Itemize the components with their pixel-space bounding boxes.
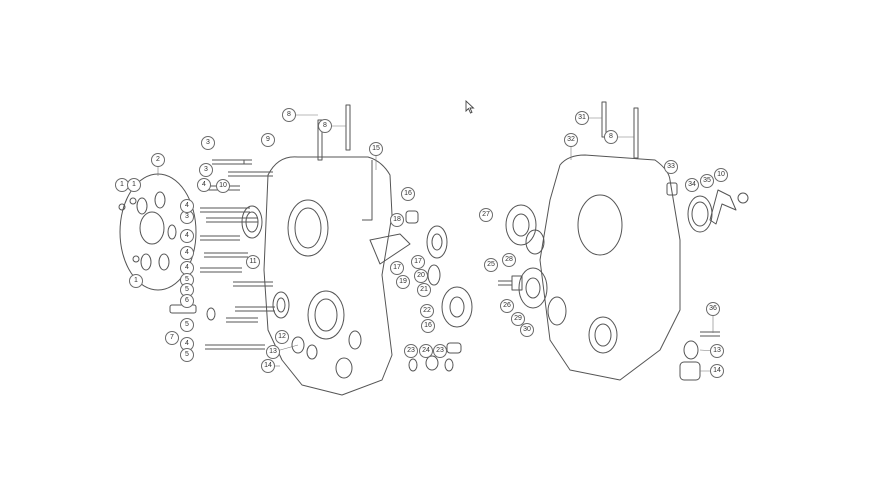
part-callout-20: 20 [414, 269, 428, 283]
part-callout-23: 23 [404, 344, 418, 358]
bolt-set-left [169, 159, 275, 350]
part-callout-15: 15 [369, 142, 383, 156]
part-callout-26: 26 [500, 299, 514, 313]
part-callout-25: 25 [484, 258, 498, 272]
part-callout-17: 17 [390, 261, 404, 275]
part-callout-3: 3 [199, 163, 213, 177]
part-callout-16: 16 [421, 319, 435, 333]
part-callout-4: 4 [197, 178, 211, 192]
part-callout-33: 33 [664, 160, 678, 174]
part-callout-32: 32 [564, 133, 578, 147]
part-callout-23: 23 [433, 344, 447, 358]
part-callout-31: 31 [575, 111, 589, 125]
leader-lines [157, 114, 718, 372]
part-callout-36: 36 [706, 302, 720, 316]
part-callout-5: 5 [180, 318, 194, 332]
part-callout-12: 12 [275, 330, 289, 344]
part-callout-22: 22 [420, 304, 434, 318]
part-callout-1: 1 [127, 178, 141, 192]
part-callout-3: 3 [201, 136, 215, 150]
part-callout-6: 6 [180, 294, 194, 308]
part-callout-7: 7 [165, 331, 179, 345]
part-callout-17: 17 [411, 255, 425, 269]
part-callout-10: 10 [714, 168, 728, 182]
arrow-cursor-icon [465, 100, 475, 114]
part-callout-29: 29 [511, 312, 525, 326]
part-callout-11: 11 [246, 255, 260, 269]
part-callout-4: 4 [180, 229, 194, 243]
part-callout-28: 28 [502, 253, 516, 267]
part-callout-19: 19 [396, 275, 410, 289]
part-callout-5: 5 [180, 348, 194, 362]
part-callout-13: 13 [710, 344, 724, 358]
bearing-set-middle [405, 210, 473, 372]
part-callout-13: 13 [266, 345, 280, 359]
part-callout-21: 21 [417, 283, 431, 297]
part-callout-18: 18 [390, 213, 404, 227]
part-callout-4: 4 [180, 246, 194, 260]
part-callout-16: 16 [401, 187, 415, 201]
part-callout-35: 35 [700, 174, 714, 188]
part-callout-4: 4 [180, 337, 194, 351]
part-callout-24: 24 [419, 344, 433, 358]
part-callout-8: 8 [318, 119, 332, 133]
right-crankcase-half [498, 101, 681, 381]
part-callout-14: 14 [710, 364, 724, 378]
part-callout-8: 8 [604, 130, 618, 144]
shift-parts-right [666, 182, 749, 381]
part-callout-14: 14 [261, 359, 275, 373]
part-callout-34: 34 [685, 178, 699, 192]
part-callout-8: 8 [282, 108, 296, 122]
part-callout-2: 2 [151, 153, 165, 167]
left-crankcase-half [241, 104, 411, 396]
part-callout-9: 9 [261, 133, 275, 147]
part-callout-27: 27 [479, 208, 493, 222]
part-callout-1: 1 [129, 274, 143, 288]
part-callout-4: 4 [180, 199, 194, 213]
part-callout-30: 30 [520, 323, 534, 337]
part-callout-10: 10 [216, 179, 230, 193]
